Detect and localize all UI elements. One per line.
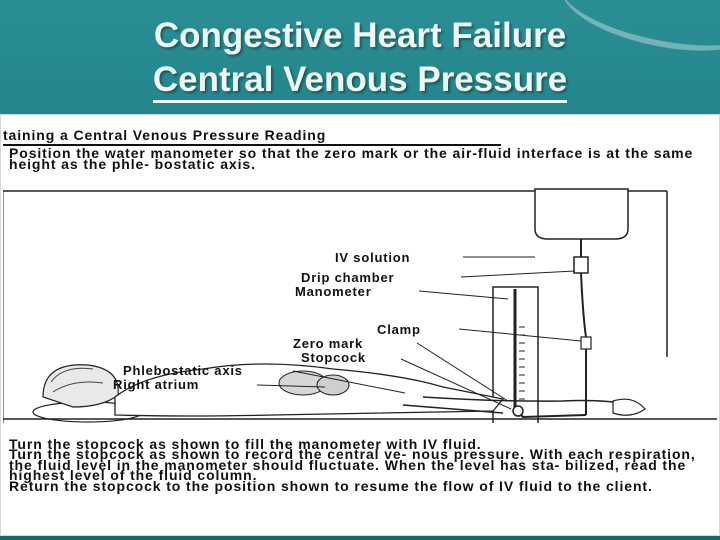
scanned-document: taining a Central Venous Pressure Readin…: [0, 114, 720, 536]
clamp-piece: [580, 336, 592, 350]
patient-arm: [422, 396, 634, 406]
label-phlebostatic-axis: Phlebostatic axis: [123, 363, 243, 378]
patient-head: [42, 364, 119, 408]
label-clamp: Clamp: [377, 322, 421, 337]
label-iv-solution: IV solution: [335, 250, 411, 265]
slide-title: Congestive Heart Failure Central Venous …: [0, 14, 720, 103]
cvp-drawing: [3, 188, 717, 423]
document-intro: Position the water manometer so that the…: [9, 145, 694, 172]
label-zero-mark: Zero mark: [293, 336, 364, 351]
patient-hand: [612, 398, 646, 416]
label-manometer: Manometer: [295, 284, 372, 299]
stopcock: [512, 405, 524, 417]
procedure-steps: Turn the stopcock as shown to fill the m…: [9, 436, 709, 494]
label-drip-chamber: Drip chamber: [301, 270, 395, 285]
label-right-atrium: Right atrium: [113, 377, 200, 392]
step-resume-flow: Return the stopcock to the position show…: [9, 477, 653, 494]
cvp-illustration: IV solution Drip chamber Manometer Clamp…: [3, 187, 717, 423]
step-fill-manometer: Turn the stopcock as shown to fill the m…: [9, 436, 482, 452]
label-leader-lines: [256, 256, 582, 410]
slide-title-line1: Congestive Heart Failure: [153, 16, 567, 55]
label-stopcock: Stopcock: [301, 350, 366, 365]
right-atrium-area: [316, 374, 350, 396]
slide-title-line2: Central Venous Pressure: [152, 60, 568, 103]
document-heading: taining a Central Venous Pressure Readin…: [3, 127, 501, 146]
iv-bag: [534, 188, 629, 240]
drip-chamber: [573, 256, 589, 274]
catheter-line: [402, 404, 504, 414]
step-record-pressure: Turn the stopcock as shown to record the…: [9, 446, 696, 484]
patient-hair: [50, 367, 104, 393]
